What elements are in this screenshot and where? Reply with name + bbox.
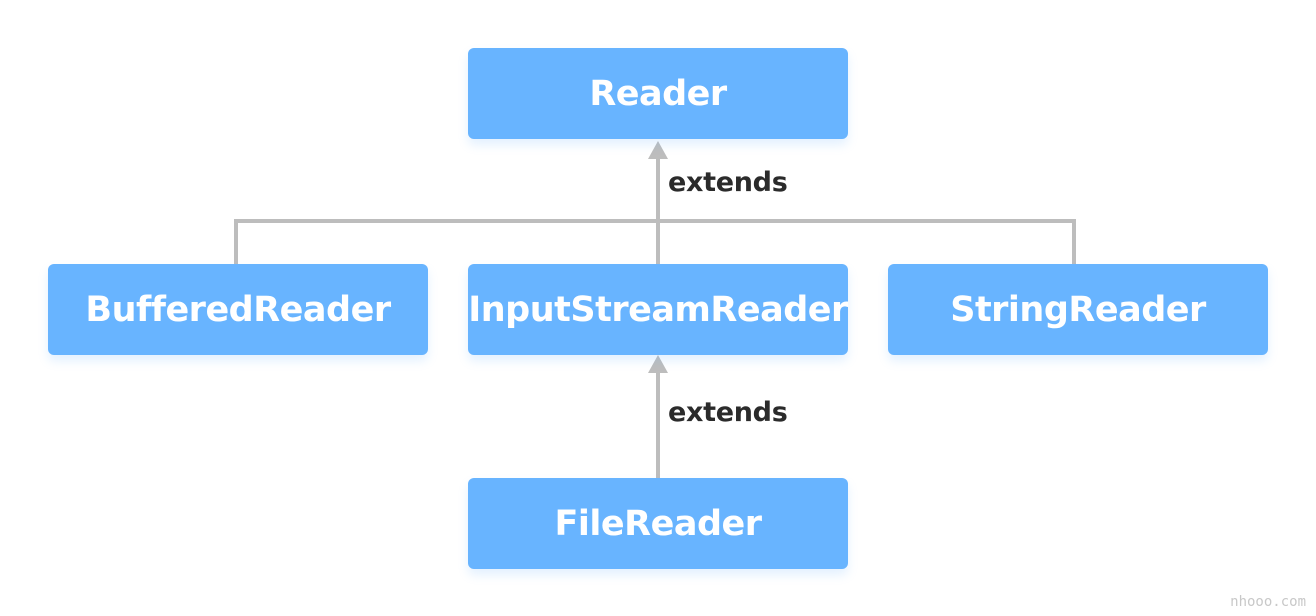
input-stream-reader-node-label: InputStreamReader: [468, 289, 848, 330]
isr-extends-label: extends: [668, 397, 788, 428]
reader-arrowhead: [648, 141, 668, 159]
reader-node: Reader: [468, 48, 848, 139]
reader-extends-label: extends: [668, 167, 788, 198]
string-reader-node: StringReader: [888, 264, 1268, 355]
watermark: nhooo.com: [1230, 594, 1306, 610]
string-reader-node-label: StringReader: [950, 289, 1206, 330]
file-reader-node: FileReader: [468, 478, 848, 569]
input-stream-reader-node: InputStreamReader: [468, 264, 848, 355]
reader-node-label: Reader: [589, 73, 727, 114]
buffered-reader-node-label: BufferedReader: [85, 289, 391, 330]
children-connector: [234, 219, 1076, 264]
isr-arrowhead: [648, 355, 668, 373]
buffered-reader-node: BufferedReader: [48, 264, 428, 355]
file-reader-node-label: FileReader: [554, 503, 763, 544]
